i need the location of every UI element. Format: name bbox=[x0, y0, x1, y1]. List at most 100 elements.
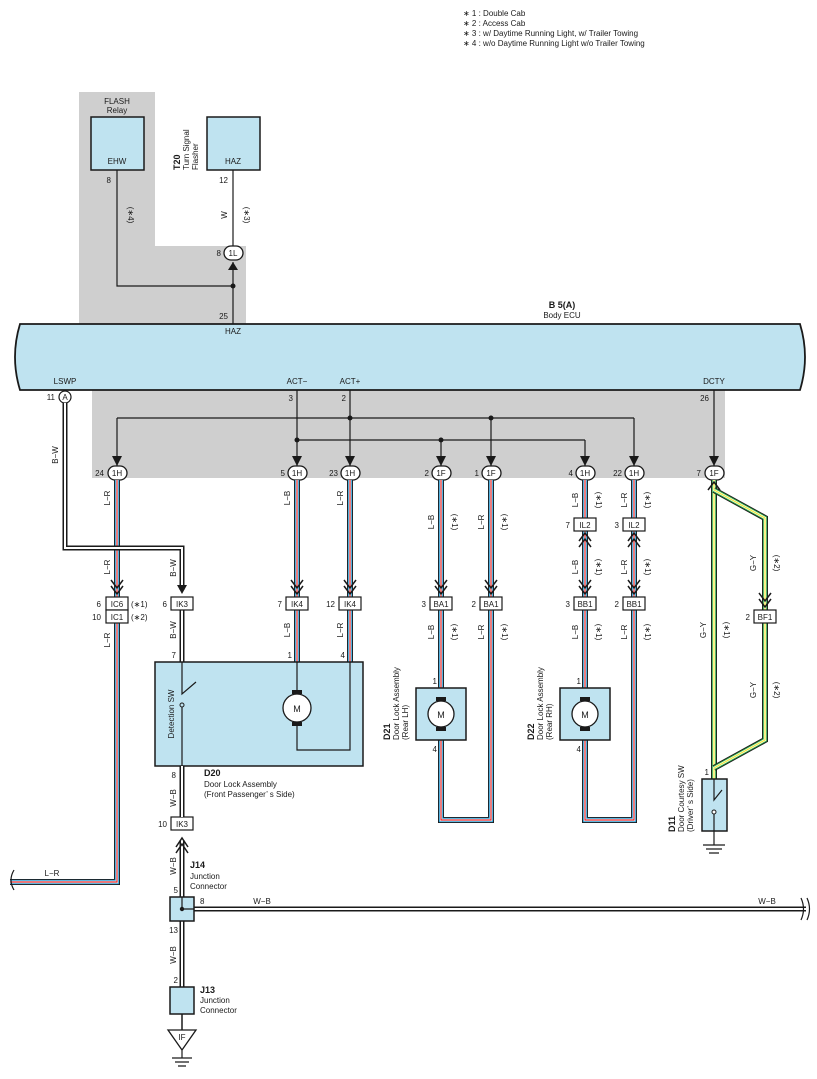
svg-text:G−Y: G−Y bbox=[749, 554, 758, 571]
connector-IK3-b: IK3 10 bbox=[158, 816, 194, 831]
svg-text:D22: D22 bbox=[526, 723, 536, 740]
svg-text:1H: 1H bbox=[629, 469, 639, 478]
connector-24-1H: 1H 24 bbox=[95, 465, 128, 481]
flash-relay-name-1: FLASH bbox=[104, 97, 130, 106]
svg-text:IC1: IC1 bbox=[111, 613, 124, 622]
connector-4-1H: 1H 4 bbox=[569, 465, 596, 481]
svg-text:1H: 1H bbox=[292, 469, 302, 478]
ecu-dcty-label: DCTY bbox=[703, 377, 725, 386]
svg-text:7: 7 bbox=[278, 600, 283, 609]
ecu-act-minus-label: ACT− bbox=[287, 377, 308, 386]
svg-text:(Driver’ s Side): (Driver’ s Side) bbox=[686, 779, 695, 832]
ecu-code: B 5(A) bbox=[549, 300, 576, 310]
wire-gy-bf1-top-layer-2 bbox=[713, 488, 767, 610]
connector-BF1: BF1 2 bbox=[746, 609, 777, 624]
wire-label-bw-left: B−W bbox=[51, 446, 60, 464]
connector-1L-arrow-icon bbox=[228, 262, 238, 270]
d20-switch-icon bbox=[181, 662, 197, 696]
svg-text:1: 1 bbox=[705, 768, 710, 777]
svg-text:L−B: L−B bbox=[571, 493, 580, 507]
footnotes: ∗ 1 : Double Cab ∗ 2 : Access Cab ∗ 3 : … bbox=[463, 9, 645, 48]
svg-text:M: M bbox=[293, 704, 301, 714]
connector-IK3-a: IK3 6 bbox=[163, 596, 194, 611]
svg-text:BB1: BB1 bbox=[626, 600, 642, 609]
svg-text:1: 1 bbox=[475, 469, 480, 478]
arrow-up-icon bbox=[707, 480, 721, 491]
d21-door-lock-rear-lh: M 1 4 D21 Door Lock Assembly (Rear LH) bbox=[382, 667, 467, 754]
svg-text:1H: 1H bbox=[345, 469, 355, 478]
svg-text:1F: 1F bbox=[486, 469, 495, 478]
double-arrow-icon bbox=[758, 592, 772, 609]
ground-icon bbox=[166, 1029, 198, 1052]
double-arrow-icon bbox=[484, 579, 498, 596]
connector-1L-label: 1L bbox=[229, 249, 238, 258]
wire-label-wb-j14: W−B bbox=[169, 946, 178, 964]
ecu-dcty-pin: 26 bbox=[700, 394, 709, 403]
connector-1L: 1L 8 bbox=[217, 245, 244, 270]
flasher-wire-note: (∗3) bbox=[242, 207, 251, 224]
flash-relay-box bbox=[90, 116, 145, 171]
wire-ba1-loop-layer-3 bbox=[440, 610, 492, 821]
flash-relay-name-2: Relay bbox=[107, 106, 127, 115]
svg-text:L−R: L−R bbox=[477, 514, 486, 529]
svg-text:IK3: IK3 bbox=[176, 600, 189, 609]
connector-IK4-b: IK4 12 bbox=[326, 596, 362, 611]
note-3: ∗ 3 : w/ Daytime Running Light, w/ Trail… bbox=[463, 29, 638, 38]
svg-text:BA1: BA1 bbox=[483, 600, 499, 609]
flash-relay: FLASH Relay EHW 8 (∗4) bbox=[90, 97, 145, 224]
wire-label-wb-right-a: W−B bbox=[253, 897, 271, 906]
svg-text:4: 4 bbox=[433, 745, 438, 754]
connector-IC1: IC1 10 (∗2) bbox=[92, 609, 148, 624]
double-arrow-icon bbox=[434, 579, 448, 596]
note-2: ∗ 2 : Access Cab bbox=[463, 19, 526, 28]
svg-text:L−R: L−R bbox=[103, 559, 112, 574]
wire-label-bw-ik3: B−W bbox=[169, 559, 178, 577]
svg-text:1H: 1H bbox=[580, 469, 590, 478]
svg-text:IK3: IK3 bbox=[176, 820, 189, 829]
svg-text:3: 3 bbox=[422, 600, 427, 609]
wire-gy-bf1-top-layer-1 bbox=[712, 488, 768, 610]
svg-text:Door Lock Assembly: Door Lock Assembly bbox=[204, 780, 277, 789]
svg-text:Junction: Junction bbox=[190, 872, 220, 881]
double-arrow-icon bbox=[627, 579, 641, 596]
svg-text:L−B: L−B bbox=[571, 560, 580, 574]
svg-text:(∗2): (∗2) bbox=[772, 682, 781, 699]
ecu-haz-pin: 25 bbox=[219, 312, 228, 321]
svg-text:J14: J14 bbox=[190, 860, 205, 870]
svg-text:(∗1): (∗1) bbox=[594, 624, 603, 641]
d20-body bbox=[154, 661, 364, 767]
svg-text:(∗1): (∗1) bbox=[450, 514, 459, 531]
svg-text:L−R: L−R bbox=[620, 559, 629, 574]
svg-text:L−B: L−B bbox=[283, 623, 292, 637]
svg-text:IL2: IL2 bbox=[628, 521, 640, 530]
connector-BA1-a: BA1 3 bbox=[422, 596, 453, 611]
svg-text:IF: IF bbox=[178, 1033, 185, 1042]
j14-junction-connector: 5 8 13 J14 Junction Connector bbox=[169, 860, 227, 935]
svg-text:(Rear RH): (Rear RH) bbox=[545, 703, 554, 740]
svg-text:4: 4 bbox=[577, 745, 582, 754]
svg-text:13: 13 bbox=[169, 926, 178, 935]
svg-text:Door Lock Assembly: Door Lock Assembly bbox=[392, 667, 401, 740]
svg-text:L−B: L−B bbox=[427, 515, 436, 529]
svg-text:2: 2 bbox=[174, 976, 179, 985]
svg-text:7: 7 bbox=[566, 521, 571, 530]
wire-labels: L−R L−R L−R L−B L−B L−R L−R L−B (∗1) L−B… bbox=[103, 490, 781, 698]
svg-text:12: 12 bbox=[326, 600, 335, 609]
svg-text:G−Y: G−Y bbox=[699, 621, 708, 638]
svg-text:1F: 1F bbox=[436, 469, 445, 478]
svg-text:2: 2 bbox=[472, 600, 477, 609]
connector-1L-pin: 8 bbox=[217, 249, 222, 258]
svg-text:(∗1): (∗1) bbox=[643, 492, 652, 509]
wire-label-bw-d20: B−W bbox=[169, 621, 178, 639]
d11-door-courtesy-switch: 1 D11 Door Courtesy SW (Driver’ s Side) bbox=[667, 765, 728, 854]
wire-lr-ic1-layer-3 bbox=[10, 623, 118, 883]
d20-switch-label: Detection SW bbox=[167, 689, 176, 738]
double-arrow-up-icon bbox=[627, 531, 641, 548]
d20-code: D20 bbox=[204, 768, 221, 778]
double-arrow-up-icon bbox=[578, 531, 592, 548]
body-ecu: B 5(A) Body ECU 25 HAZ LSWP ACT− ACT+ DC… bbox=[14, 300, 806, 391]
connector-1-1F: 1F 1 bbox=[475, 465, 502, 481]
ecu-lswp-circle: A bbox=[62, 393, 68, 402]
svg-text:22: 22 bbox=[613, 469, 622, 478]
